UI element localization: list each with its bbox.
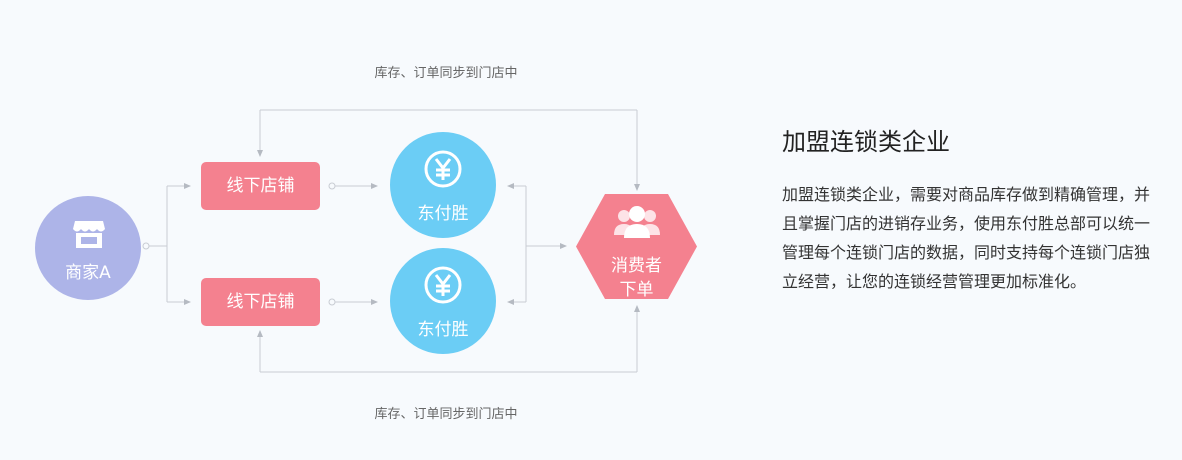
panel-description: 加盟连锁类企业，需要对商品库存做到精确管理，并且掌握门店的进销存业务，使用东付胜… [782, 185, 1151, 291]
pay-node-top: 东付胜 [390, 132, 496, 238]
yuan-coin-icon [424, 150, 462, 188]
storefront-icon [73, 221, 105, 248]
sync-label-top: 库存、订单同步到门店中 [374, 66, 518, 81]
yuan-coin-icon [424, 266, 462, 304]
consumer-hexagon [576, 194, 697, 299]
pay-label-top: 东付胜 [417, 204, 469, 224]
sync-label-bottom: 库存、订单同步到门店中 [374, 407, 518, 422]
consumer-label-line2: 下单 [619, 280, 654, 300]
merchant-node: 商家A [35, 196, 141, 300]
consumer-node: 消费者 下单 [575, 193, 698, 300]
offline-store-bottom: 线下店铺 [201, 278, 320, 326]
merchant-label: 商家A [65, 263, 111, 283]
consumer-label-line1: 消费者 [611, 256, 662, 276]
pay-label-bottom: 东付胜 [417, 320, 469, 340]
pay-node-bottom: 东付胜 [390, 248, 496, 354]
offline-store-top: 线下店铺 [201, 162, 320, 210]
panel-title: 加盟连锁类企业 [782, 128, 950, 156]
users-icon [614, 206, 660, 238]
